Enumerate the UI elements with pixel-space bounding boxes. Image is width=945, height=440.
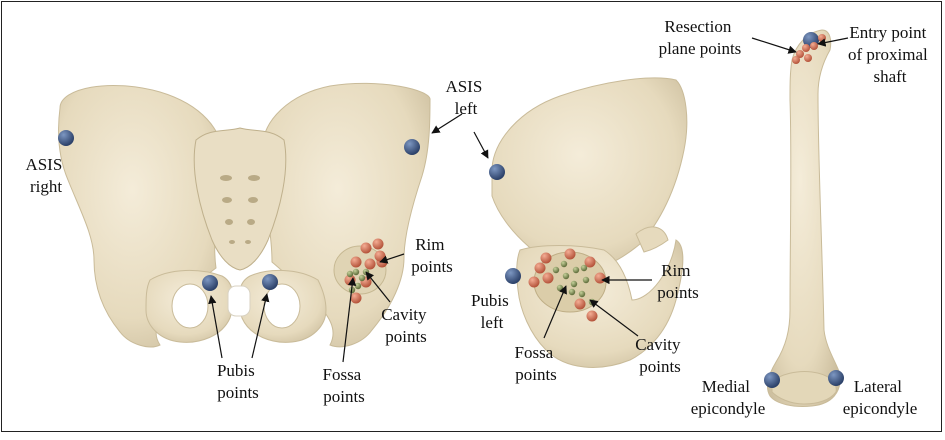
figure-border <box>1 1 942 432</box>
